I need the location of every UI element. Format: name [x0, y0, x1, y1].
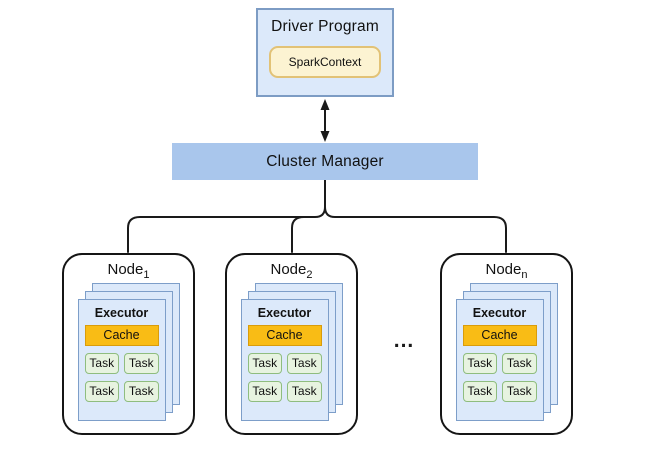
task-box: Task	[247, 353, 282, 374]
cache-box: Cache	[84, 325, 159, 346]
task-grid: Task Task Task Task	[247, 353, 322, 402]
node-title: Node2	[270, 261, 313, 281]
worker-node-1: Node1 Executor Cache Task Task Task Task	[62, 253, 195, 435]
driver-program-box: Driver Program SparkContext	[256, 8, 394, 97]
executor-stack: Executor Cache Task Task Task Task	[77, 283, 180, 422]
bidirectional-arrow	[320, 99, 330, 142]
task-grid: Task Task Task Task	[84, 353, 159, 402]
task-box: Task	[462, 381, 497, 402]
task-box: Task	[247, 381, 282, 402]
task-box: Task	[502, 381, 537, 402]
task-box: Task	[462, 353, 497, 374]
task-box: Task	[84, 353, 119, 374]
executor-label: Executor	[472, 306, 527, 320]
more-nodes-ellipsis: ...	[393, 329, 415, 352]
cache-box: Cache	[462, 325, 537, 346]
executor-label: Executor	[257, 306, 312, 320]
executor-box: Executor Cache Task Task Task Task	[455, 299, 544, 421]
driver-program-title: Driver Program	[271, 18, 379, 35]
cluster-manager-box: Cluster Manager	[172, 143, 478, 180]
task-box: Task	[287, 381, 322, 402]
executor-box: Executor Cache Task Task Task Task	[77, 299, 166, 421]
task-box: Task	[124, 381, 159, 402]
executor-stack: Executor Cache Task Task Task Task	[240, 283, 343, 422]
spark-context-box: SparkContext	[269, 46, 381, 78]
worker-node-n: Noden Executor Cache Task Task Task Task	[440, 253, 573, 435]
executor-box: Executor Cache Task Task Task Task	[240, 299, 329, 421]
task-box: Task	[124, 353, 159, 374]
task-box: Task	[84, 381, 119, 402]
task-grid: Task Task Task Task	[462, 353, 537, 402]
node-title: Node1	[107, 261, 150, 281]
task-box: Task	[287, 353, 322, 374]
task-box: Task	[502, 353, 537, 374]
worker-node-2: Node2 Executor Cache Task Task Task Task	[225, 253, 358, 435]
cluster-to-node-links	[127, 179, 507, 253]
executor-label: Executor	[94, 306, 149, 320]
executor-stack: Executor Cache Task Task Task Task	[455, 283, 558, 422]
node-title: Noden	[485, 261, 528, 281]
cache-box: Cache	[247, 325, 322, 346]
